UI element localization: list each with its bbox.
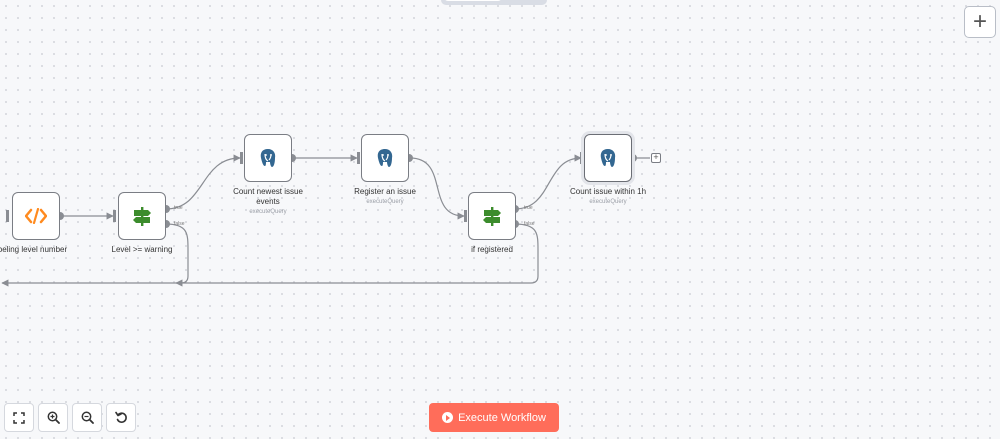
fit-view-icon bbox=[13, 411, 25, 424]
fit-view-button[interactable] bbox=[4, 403, 34, 432]
zoom-out-icon bbox=[81, 411, 94, 424]
node-if-level[interactable] bbox=[118, 192, 166, 240]
node-pg-count-1h-sub: executeQuery bbox=[589, 199, 627, 205]
add-node-button[interactable]: + bbox=[964, 6, 996, 38]
node-pg-count-1h[interactable] bbox=[584, 134, 632, 182]
node-pg-count-1h-label: Count issue within 1h bbox=[569, 187, 647, 196]
postgres-icon bbox=[260, 149, 276, 167]
node-if-level-label: Level >= warning bbox=[111, 245, 173, 254]
undo-icon bbox=[114, 411, 127, 423]
node-code-label: Labeling level number bbox=[0, 245, 68, 254]
if-signpost-icon bbox=[133, 207, 151, 226]
input-handle bbox=[580, 152, 583, 164]
top-tab-switch[interactable] bbox=[441, 0, 547, 5]
node-code[interactable] bbox=[12, 192, 60, 240]
tab-active[interactable] bbox=[444, 0, 503, 1]
zoom-in-icon bbox=[47, 411, 60, 424]
node-pg-count-newest-sub: executeQuery bbox=[249, 209, 287, 215]
reset-zoom-button[interactable] bbox=[106, 403, 136, 432]
postgres-icon bbox=[600, 149, 616, 167]
node-if-registered[interactable] bbox=[468, 192, 516, 240]
node-pg-register[interactable] bbox=[361, 134, 409, 182]
node-if-level-false-label: false bbox=[174, 221, 185, 227]
input-handle bbox=[6, 210, 9, 222]
input-handle bbox=[113, 210, 116, 222]
node-if-registered-true-label: true bbox=[524, 205, 533, 211]
code-icon bbox=[25, 208, 47, 224]
edge-if2-true-to-pg3 bbox=[514, 154, 582, 210]
node-pg-count-newest[interactable] bbox=[244, 134, 292, 182]
node-pg-register-label: Register an issue bbox=[354, 187, 416, 196]
node-pg-count-newest-label: Count newest issue events bbox=[233, 187, 303, 206]
node-if-level-true-label: true bbox=[174, 205, 183, 211]
zoom-controls bbox=[4, 403, 136, 432]
zoom-in-button[interactable] bbox=[38, 403, 68, 432]
execute-workflow-button[interactable]: Execute Workflow bbox=[429, 403, 559, 432]
edge-pg2-to-if2 bbox=[409, 157, 465, 220]
edge-if1-true-to-pg1 bbox=[165, 154, 241, 210]
node-if-registered-label: if registered bbox=[471, 245, 513, 254]
if-signpost-icon bbox=[483, 207, 501, 226]
input-handle bbox=[240, 152, 243, 164]
edge-if2-false-loop bbox=[175, 223, 539, 287]
input-handle bbox=[357, 152, 360, 164]
node-if-registered-false-label: false bbox=[524, 221, 535, 227]
zoom-out-button[interactable] bbox=[72, 403, 102, 432]
postgres-icon bbox=[377, 149, 393, 167]
node-pg-register-sub: executeQuery bbox=[366, 199, 404, 205]
add-next-node-button[interactable]: + bbox=[651, 153, 661, 163]
input-handle bbox=[464, 210, 467, 222]
play-icon bbox=[442, 412, 454, 423]
execute-workflow-label: Execute Workflow bbox=[458, 411, 546, 424]
